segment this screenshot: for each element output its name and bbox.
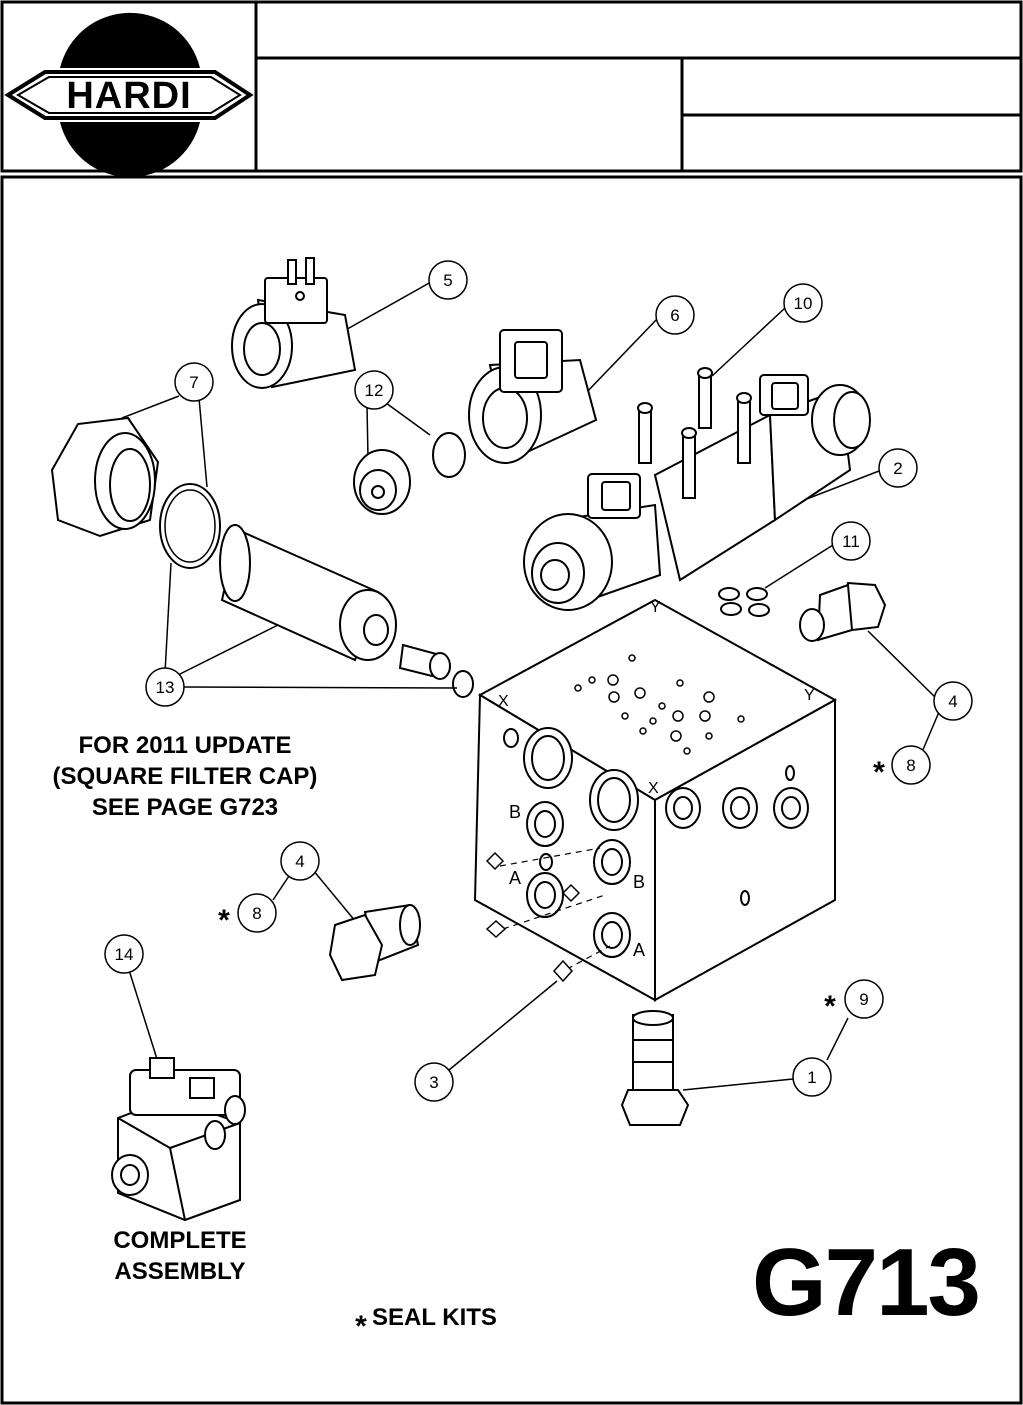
callout-6: 6 [670,306,679,325]
seal-star-8-right: * [873,756,885,789]
callout-3: 3 [429,1073,438,1092]
callout-5: 5 [443,271,452,290]
callout-14: 14 [115,945,134,964]
port-label-a-left: A [509,868,521,888]
o-ring-large [159,483,221,569]
filter-cap-7 [50,416,160,538]
directional-valve-2 [523,367,871,611]
callout-2: 2 [893,459,902,478]
callout-8-left: 8 [252,904,261,923]
update-note: FOR 2011 UPDATE (SQUARE FILTER CAP) SEE … [52,732,318,821]
o-ring-small [452,670,474,698]
callout-numbers: 5 6 10 2 11 4 8 7 12 13 4 8 14 3 1 9 [115,271,958,1092]
coil-5 [231,257,357,389]
port-label-b-right: B [633,872,645,892]
port-labels: X Y Y X B A B A [498,599,815,960]
page-code: G713 [752,1229,981,1336]
coil-6 [468,329,598,464]
callouts [104,260,973,1102]
callout-7: 7 [189,373,198,392]
complete-assembly-14 [111,1057,246,1222]
callout-9: 9 [859,990,868,1009]
callout-1: 1 [807,1068,816,1087]
port-plug-3 [485,851,581,983]
callout-8-right: 8 [906,756,915,775]
seal-kits-label: SEAL KITS [372,1304,497,1331]
seal-star-8-left: * [218,904,230,937]
seal-kit-stars: * * * * [218,756,885,1343]
port-label-b-left: B [509,802,521,822]
o-rings-11 [718,587,770,617]
seal-star-9: * [824,990,836,1023]
callout-4-left: 4 [295,852,304,871]
callout-13: 13 [156,678,175,697]
filter-fitting [398,643,451,680]
seal-star-legend: * [355,1310,367,1343]
o-ring-12 [432,432,466,478]
cartridge-4-left [328,903,421,982]
hardi-logo: HARDI [4,12,254,178]
manual-override-12 [353,449,411,515]
port-label-x-right: X [648,780,659,797]
port-label-a-right: A [633,940,645,960]
callout-12: 12 [365,381,384,400]
manifold-block [473,598,838,1002]
cartridge-4-right [799,581,887,642]
callout-11: 11 [842,532,860,551]
port-label-x-top: X [498,693,509,710]
port-label-y-right: Y [804,687,815,704]
callout-10: 10 [794,294,813,313]
callout-4-right: 4 [948,692,957,711]
logo-text: HARDI [66,75,191,117]
complete-assembly-label: COMPLETE ASSEMBLY [113,1227,247,1285]
leader-lines [121,281,940,1091]
filter-element-13 [219,524,397,662]
relief-valve-1 [620,1010,690,1126]
port-label-y-top: Y [650,599,661,616]
